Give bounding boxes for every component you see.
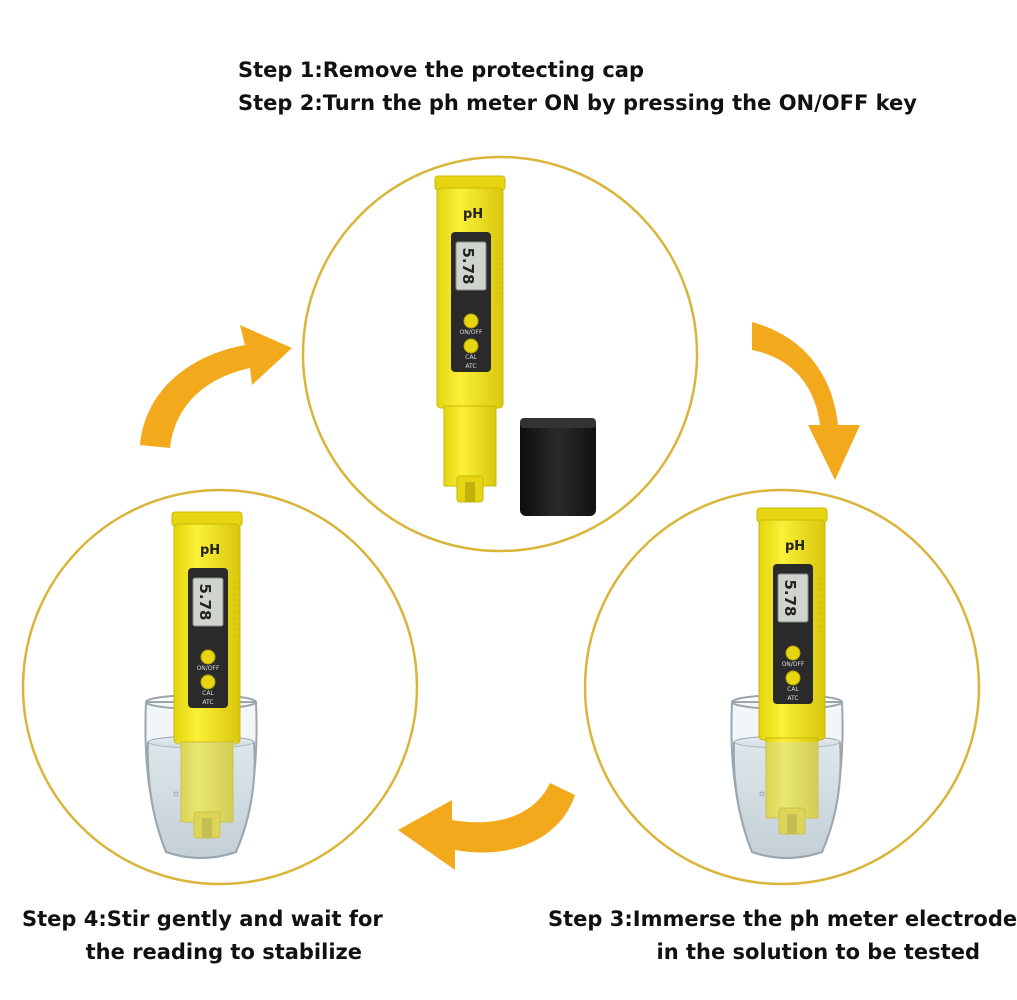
glass-front-rim <box>146 741 256 859</box>
meter-reading: 5.78 <box>196 583 214 620</box>
curved-arrow-icon <box>752 322 860 480</box>
step-3-circle <box>583 488 981 886</box>
meter-button-2-label: CAL <box>465 354 477 361</box>
meter-button-2-label: CAL <box>202 690 214 697</box>
step-4-line-1: Step 4:Stir gently and wait for <box>22 907 383 931</box>
step-2-text: Step 2:Turn the ph meter ON by pressing … <box>238 91 917 115</box>
step-3-line-1: Step 3:Immerse the ph meter electrode <box>548 907 1017 931</box>
step-4-circle <box>21 488 419 886</box>
curved-arrow-icon <box>140 325 292 448</box>
meter-ph-label: pH <box>785 539 805 554</box>
meter-atc-label: ATC <box>787 695 798 702</box>
meter-atc-label: ATC <box>465 363 476 370</box>
meter-ph-label: pH <box>463 207 483 222</box>
ph-meter-icon: pH 5.78 ON/OFF CAL ATC <box>756 507 828 835</box>
meter-ph-label: pH <box>200 543 220 558</box>
meter-button-2-label: CAL <box>787 686 799 693</box>
meter-button-1-label: ON/OFF <box>460 329 483 336</box>
meter-reading: 5.78 <box>459 247 477 284</box>
step-3-line-2: in the solution to be tested <box>656 940 980 964</box>
steps-1-2-caption: Step 1:Remove the protecting cap Step 2:… <box>238 54 917 120</box>
step-1-text: Step 1:Remove the protecting cap <box>238 58 644 82</box>
meter-atc-label: ATC <box>202 699 213 706</box>
glass-front-rim <box>732 741 842 859</box>
ph-meter-icon: pH 5.78 ON/OFF CAL ATC <box>171 511 243 839</box>
cap-icon <box>520 418 596 516</box>
meter-button-1-label: ON/OFF <box>197 665 220 672</box>
meter-button-1-label: ON/OFF <box>782 661 805 668</box>
step-4-line-2: the reading to stabilize <box>85 940 362 964</box>
step-4-caption: Step 4:Stir gently and wait for the read… <box>22 903 383 969</box>
ph-meter-icon: pH 5.78 ON/OFF CAL ATC <box>434 175 506 503</box>
step-1-2-circle <box>301 155 699 553</box>
step-3-caption: Step 3:Immerse the ph meter electrode in… <box>548 903 1017 969</box>
meter-reading: 5.78 <box>781 579 799 616</box>
curved-arrow-icon <box>398 783 575 870</box>
